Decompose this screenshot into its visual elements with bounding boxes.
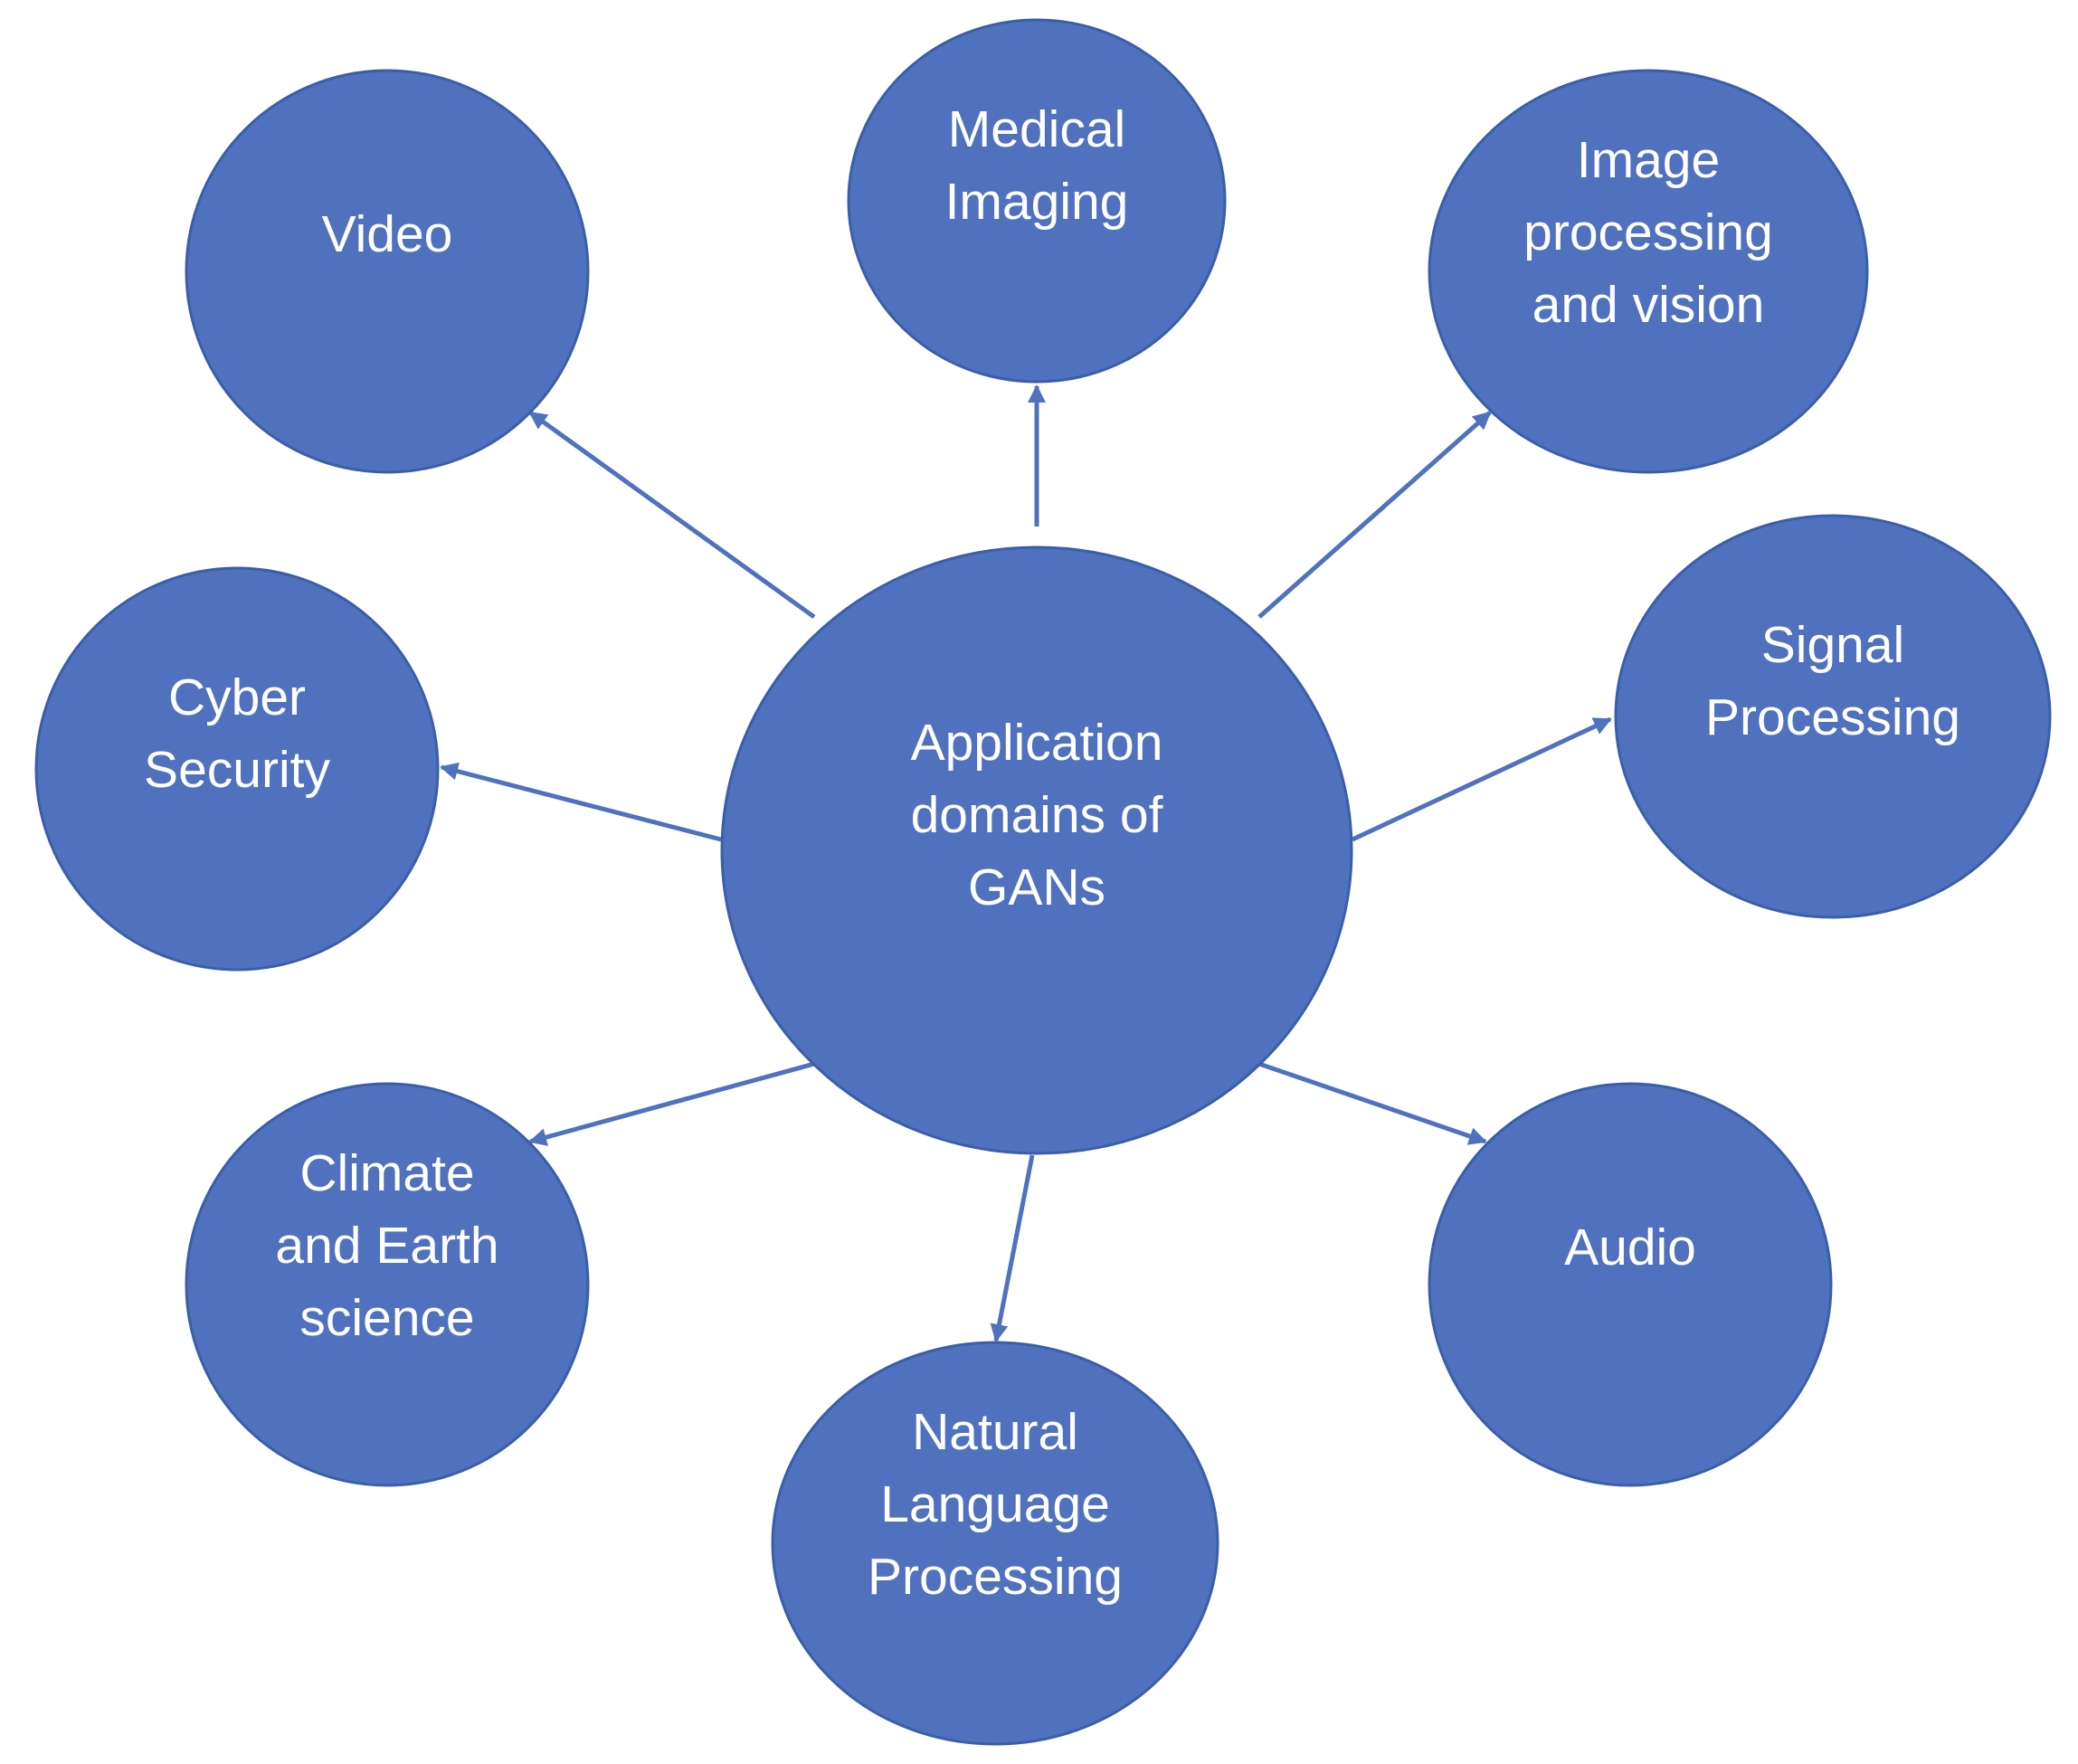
center-label-line-0: Application: [911, 714, 1163, 772]
arrow-center-to-signal: [1351, 716, 1612, 842]
arrow-center-to-image: [1257, 411, 1492, 619]
center-label-line-1: domains of: [911, 786, 1163, 844]
arrow-center-to-audio: [1258, 1061, 1487, 1145]
image-label-line-2: and vision: [1532, 276, 1765, 334]
node-climate: Climate and Earth science: [185, 1082, 590, 1487]
image-circle: [1428, 69, 1869, 474]
climate-label-line-2: science: [299, 1289, 474, 1347]
nlp-label-line-0: Natural: [912, 1403, 1078, 1461]
image-label-line-1: processing: [1523, 204, 1773, 261]
center-circle: [720, 545, 1353, 1155]
climate-circle: [185, 1082, 590, 1487]
climate-label-line-0: Climate: [299, 1144, 474, 1202]
signal-label-line-0: Signal: [1761, 616, 1904, 674]
arrow-center-to-climate: [528, 1061, 815, 1146]
center-node: Application domains of GANs: [720, 545, 1353, 1155]
nlp-label-line-2: Processing: [868, 1548, 1123, 1606]
signal-circle: [1614, 514, 2052, 919]
audio-label-line-0: Audio: [1564, 1219, 1696, 1276]
cyber-label-line-0: Cyber: [168, 669, 306, 726]
audio-circle: [1428, 1082, 1833, 1487]
image-label-line-0: Image: [1577, 131, 1720, 189]
node-audio: Audio: [1428, 1082, 1833, 1487]
arrow-center-to-nlp: [990, 1154, 1035, 1342]
edges: [440, 384, 1612, 1342]
medical-label-line-1: Imaging: [945, 173, 1129, 231]
signal-label-line-1: Processing: [1705, 688, 1960, 746]
video-circle: [185, 69, 590, 474]
cyber-circle: [34, 566, 440, 972]
arrow-center-to-video: [528, 410, 816, 620]
nlp-label-line-1: Language: [880, 1475, 1110, 1533]
medical-circle: [847, 18, 1227, 384]
node-image: Image processing and vision: [1428, 69, 1869, 474]
center-label-line-2: GANs: [968, 858, 1105, 916]
medical-label-line-0: Medical: [948, 100, 1125, 158]
arrow-center-to-cyber: [440, 762, 722, 842]
cyber-label-line-1: Security: [144, 741, 330, 799]
node-video: Video: [185, 69, 590, 474]
nlp-circle: [771, 1341, 1219, 1746]
climate-label-line-1: and Earth: [275, 1217, 498, 1275]
video-label-line-0: Video: [322, 205, 453, 263]
